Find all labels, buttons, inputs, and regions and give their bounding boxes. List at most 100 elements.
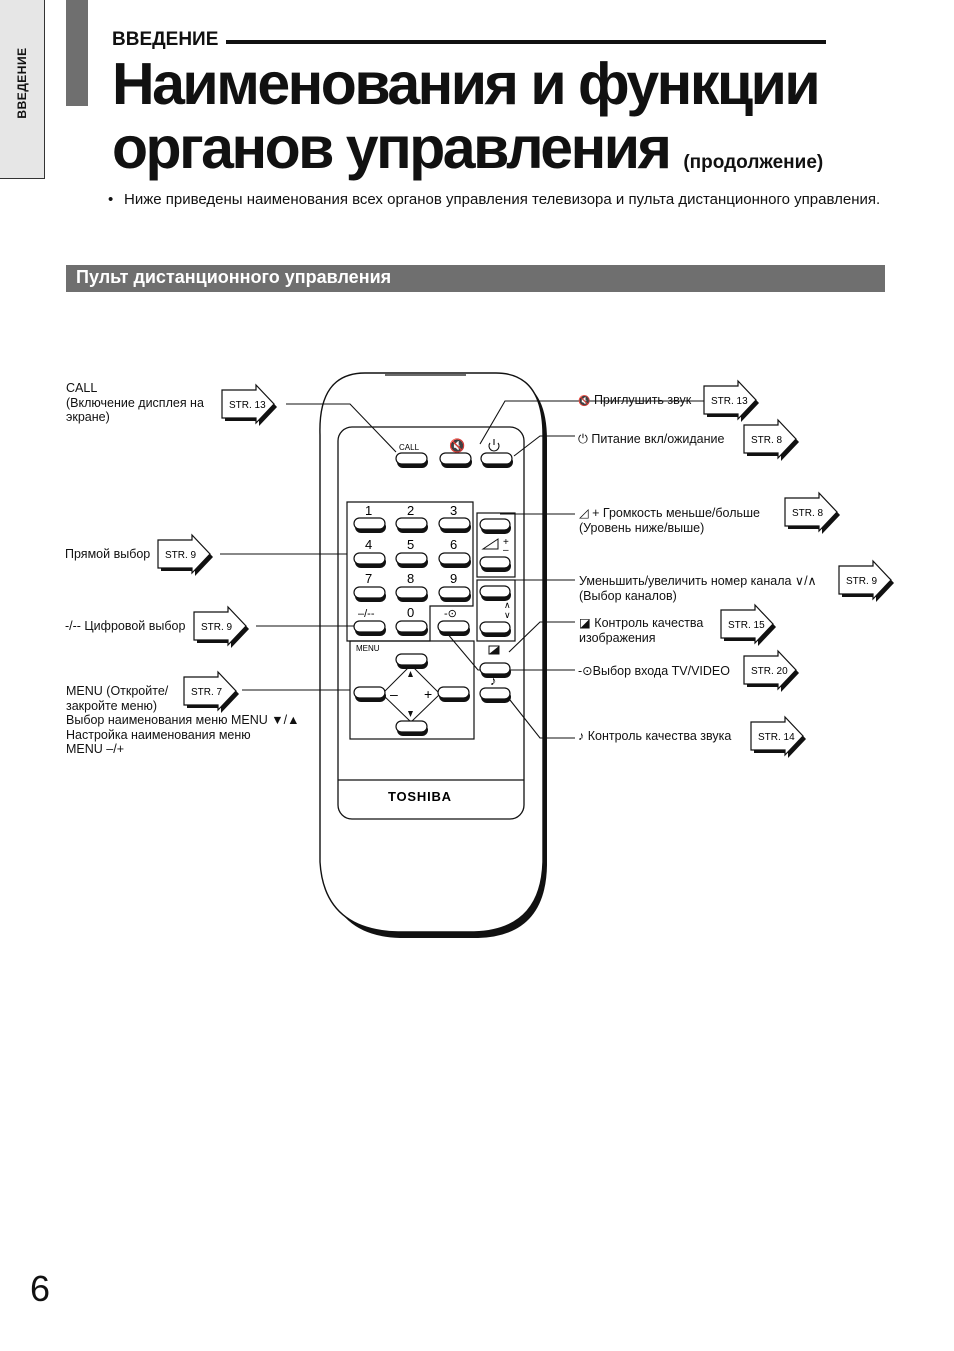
digit-8-button[interactable]: [395, 586, 428, 602]
digit-4-button[interactable]: [353, 552, 386, 568]
digit-1-label: 1: [365, 503, 372, 518]
digit-mode-key-label: –/--: [358, 608, 375, 620]
label-channel: Уменьшить/увеличить номер канала ∨/∧ (Вы…: [579, 574, 817, 603]
digit-5-label: 5: [407, 537, 414, 552]
brand-logo: TOSHIBA: [388, 789, 452, 804]
menu-down-button[interactable]: [395, 720, 428, 736]
menu-down-arrow-icon: [408, 711, 413, 717]
volume-plus-mark: +: [503, 537, 509, 548]
ref-arrow-call: STR. 13: [221, 384, 277, 426]
label-mute-text: Приглушить звук: [593, 393, 692, 407]
menu-plus-button[interactable]: [437, 686, 470, 702]
callout-lines: [220, 400, 706, 739]
label-menu-line2: закройте меню): [66, 698, 158, 713]
digit-9-button[interactable]: [438, 586, 471, 602]
title-suffix: (продолжение): [683, 152, 824, 173]
menu-up-button[interactable]: [395, 653, 428, 669]
label-call-line1: CALL: [66, 381, 98, 395]
digit-6-button[interactable]: [438, 552, 471, 568]
section-band-title: Пульт дистанционного управления: [76, 267, 392, 287]
mute-label-icon: 🔇: [578, 396, 591, 407]
call-button[interactable]: [395, 452, 428, 468]
digit-1-button[interactable]: [353, 517, 386, 533]
label-direct: Прямой выбор: [65, 547, 151, 561]
label-call-line3: экране): [66, 410, 110, 424]
svg-text:STR. 8: STR. 8: [751, 435, 783, 446]
volume-icon: [481, 538, 499, 550]
ref-arrow-menu: STR. 7: [183, 671, 239, 713]
input-key-label: -⊙: [444, 608, 457, 620]
svg-text:STR. 13: STR. 13: [711, 396, 748, 407]
label-volume-line2: (Уровень ниже/выше): [579, 520, 705, 535]
svg-text:STR. 15: STR. 15: [728, 620, 765, 631]
label-digit: -/-- Цифровой выбор: [65, 619, 186, 633]
label-mute: 🔇 Приглушить звук: [578, 393, 691, 410]
volume-down-button[interactable]: [479, 556, 511, 572]
label-power: ⏻ Питание вкл/ожидание: [578, 432, 724, 447]
svg-text:STR. 9: STR. 9: [165, 550, 197, 561]
title-line-2-text: органов управления: [112, 115, 672, 181]
volume-minus-mark: –: [503, 545, 509, 556]
channel-up-button[interactable]: [479, 585, 511, 601]
channel-down-button[interactable]: [479, 621, 511, 637]
ref-arrow-input: STR. 20: [743, 650, 799, 692]
title-line-2: органов управления (продолжение): [112, 116, 823, 195]
section-label: ВВЕДЕНИЕ: [112, 29, 219, 50]
note-icon: ♪: [490, 673, 497, 688]
ref-arrow-direct: STR. 9: [157, 534, 213, 576]
mute-icon: 🔇: [449, 438, 465, 453]
digit-9-label: 9: [450, 571, 457, 586]
call-key-label: CALL: [399, 443, 420, 452]
digit-mode-button[interactable]: [353, 620, 386, 636]
page-title: Наименования и функции органов управлени…: [112, 52, 823, 195]
mute-button[interactable]: [439, 452, 472, 468]
menu-minus-button[interactable]: [353, 686, 386, 702]
label-call-line2: (Включение дисплея на: [66, 395, 204, 410]
digit-3-button[interactable]: [438, 517, 471, 533]
power-label-icon: ⏻: [578, 432, 588, 446]
volume-label-icon: ◿ +: [579, 506, 600, 520]
digit-2-label: 2: [407, 503, 414, 518]
ref-arrow-picture: STR. 15: [720, 604, 776, 646]
digit-0-button[interactable]: [395, 620, 428, 636]
label-sound: ♪ Контроль качества звука: [578, 729, 731, 744]
label-volume: ◿ + Громкость меньше/больше (Уровень ниж…: [579, 506, 760, 535]
ref-arrow-channel: STR. 9: [838, 560, 894, 602]
input-select-button[interactable]: [437, 620, 470, 636]
title-line-1: Наименования и функции: [112, 51, 821, 117]
page-number: 6: [30, 1268, 51, 1309]
digit-7-button[interactable]: [353, 586, 386, 602]
digit-6-label: 6: [450, 537, 457, 552]
volume-up-button[interactable]: [479, 518, 511, 534]
ref-arrow-mute: STR. 13: [703, 380, 759, 422]
digit-8-label: 8: [407, 571, 414, 586]
svg-text:STR. 9: STR. 9: [201, 622, 233, 633]
svg-text:STR. 14: STR. 14: [758, 732, 795, 743]
svg-text:STR. 8: STR. 8: [792, 508, 824, 519]
picture-icon: [488, 645, 500, 655]
side-section-tab: [0, 0, 45, 179]
label-power-text: Питание вкл/ожидание: [591, 432, 725, 446]
intro-bullet: • Ниже приведены наименования всех орган…: [108, 190, 888, 209]
menu-up-arrow-icon: [408, 671, 413, 677]
digit-5-button[interactable]: [395, 552, 428, 568]
sound-label-icon: ♪: [578, 729, 585, 743]
picture-mode-button[interactable]: [479, 662, 511, 678]
menu-plus-mark: +: [424, 686, 432, 702]
power-button[interactable]: [480, 452, 513, 468]
label-menu-line5: MENU –/+: [66, 742, 125, 756]
channel-down-mark: ∨: [504, 610, 511, 620]
svg-text:STR. 13: STR. 13: [229, 400, 266, 411]
section-band: [66, 265, 885, 292]
volume-group-outline: [476, 512, 516, 578]
label-menu-line1: MENU (Откройте/: [66, 684, 169, 698]
sound-mode-button[interactable]: [479, 687, 511, 703]
channel-up-mark: ∧: [504, 600, 511, 610]
label-call: CALL (Включение дисплея на экране): [66, 381, 204, 425]
label-menu-line3: Выбор наименования меню MENU ▼/▲: [66, 713, 300, 727]
ref-arrow-digit: STR. 9: [193, 606, 249, 648]
power-icon: [488, 439, 500, 452]
label-picture-line1: Контроль качества: [594, 616, 704, 630]
digit-2-button[interactable]: [395, 517, 428, 533]
